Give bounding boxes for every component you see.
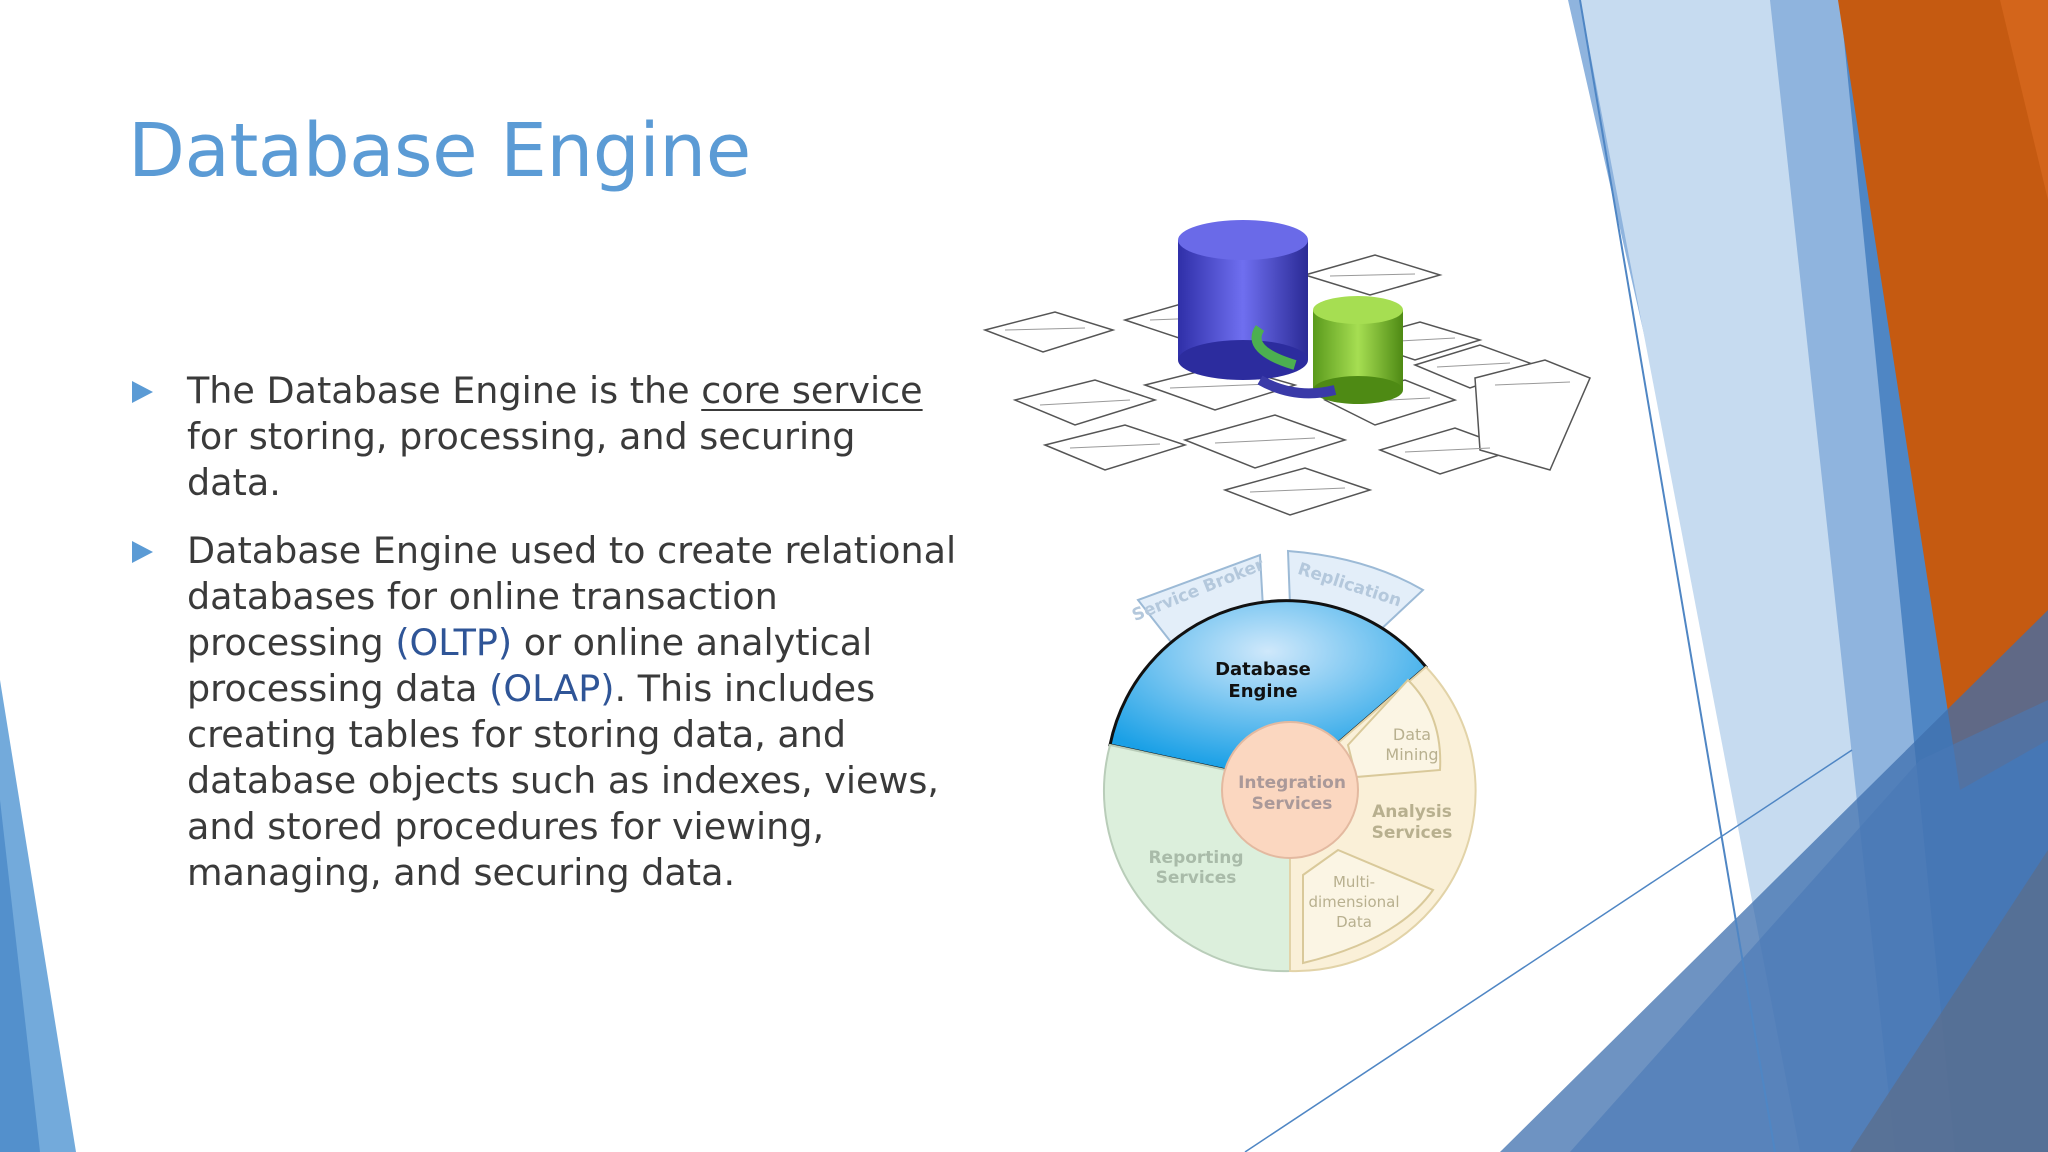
thin-vertical-line — [1579, 0, 1776, 1152]
table-card — [1474, 359, 1591, 471]
thin-diagonal-line — [1244, 749, 1853, 1152]
slide-title: Database Engine — [128, 108, 751, 194]
table-card — [1182, 414, 1348, 469]
green-database-cylinder — [1313, 296, 1403, 404]
integration-services-label: Services — [1252, 794, 1333, 814]
bullet-text: for storing, processing, and securing da… — [187, 415, 856, 504]
sync-arrow-icon — [1257, 375, 1337, 399]
components-wheel: Service Broker Replication Database Engi… — [1103, 549, 1477, 973]
data-mining-label: Mining — [1385, 745, 1438, 764]
bullet-arrow-icon — [132, 381, 153, 403]
blue-database-cylinder — [1178, 220, 1308, 380]
bullet-item: Database Engine used to create relationa… — [128, 528, 958, 896]
table-card — [982, 311, 1116, 353]
database-schema-image — [982, 220, 1591, 516]
bullet-text: Database Engine used to create relationa… — [187, 529, 957, 664]
bullet-arrow-icon — [132, 541, 153, 563]
analysis-services-label: Analysis — [1372, 802, 1452, 822]
bullet-list: The Database Engine is the core service … — [128, 368, 958, 918]
table-card — [1042, 424, 1188, 471]
bullet-text: The Database Engine is the — [187, 369, 702, 412]
left-dark-sliver — [0, 800, 40, 1152]
integration-services-hub — [1221, 721, 1359, 859]
bottom-right-slate — [1850, 850, 2048, 1152]
sync-arrow-icon — [1251, 325, 1297, 370]
multidimensional-data-segment — [1302, 848, 1435, 965]
bullet-text: . This includes creating tables for stor… — [187, 667, 939, 894]
bullet-text: or online analytical processing data — [187, 621, 873, 710]
right-orange-highlight — [2000, 0, 2048, 200]
oltp-term: (OLTP) — [395, 621, 513, 664]
reporting-services-label: Services — [1156, 868, 1237, 888]
bullet-item: The Database Engine is the core service … — [128, 368, 958, 506]
data-mining-segment — [1346, 678, 1442, 779]
right-orange-band — [1838, 0, 2048, 790]
database-engine-label: Database — [1215, 659, 1311, 680]
multidimensional-data-label: dimensional — [1308, 893, 1399, 911]
integration-services-label: Integration — [1238, 773, 1346, 793]
table-rows — [1004, 273, 1571, 493]
data-mining-label: Data — [1393, 725, 1431, 744]
reporting-services-label: Reporting — [1148, 848, 1243, 868]
multidimensional-data-label: Multi- — [1333, 873, 1375, 891]
multidimensional-data-label: Data — [1336, 913, 1372, 931]
database-engine-label: Engine — [1228, 681, 1297, 702]
core-service-link[interactable]: core service — [701, 369, 923, 412]
table-card — [1222, 467, 1373, 516]
analysis-services-label: Services — [1372, 823, 1453, 843]
olap-term: (OLAP) — [489, 667, 615, 710]
